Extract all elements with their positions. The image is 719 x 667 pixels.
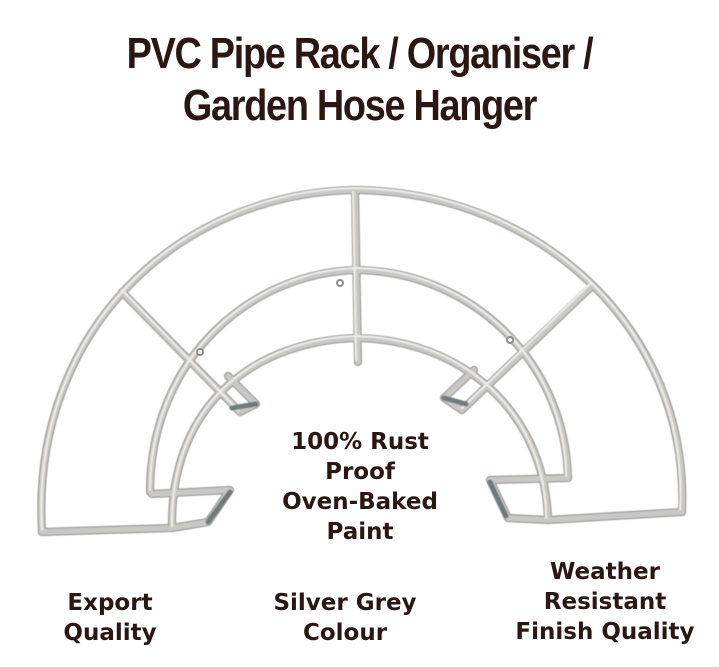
feature-text: Finish Quality xyxy=(515,619,695,645)
feature-text: 100% Rust xyxy=(291,429,429,455)
feature-text: Resistant xyxy=(543,589,667,615)
hose-hanger-product-image xyxy=(37,186,687,536)
feature-text: Paint xyxy=(326,519,394,545)
feature-text: Quality xyxy=(63,620,157,646)
feature-text: Silver Grey xyxy=(273,590,417,616)
feature-rust-proof: 100% Rust Proof Oven-Baked Paint xyxy=(235,427,485,547)
feature-text: Colour xyxy=(302,620,388,646)
feature-weather-resistant: Weather Resistant Finish Quality xyxy=(495,557,715,647)
title-line-2: Garden Hose Hanger xyxy=(182,81,537,130)
feature-text: Export xyxy=(67,590,153,616)
feature-text: Oven-Baked xyxy=(282,489,438,515)
page-title: PVC Pipe Rack / Organiser / Garden Hose … xyxy=(50,28,668,132)
title-line-1: PVC Pipe Rack / Organiser / xyxy=(126,29,594,78)
feature-text: Proof xyxy=(325,459,395,485)
feature-text: Weather xyxy=(550,559,660,585)
feature-silver-grey: Silver Grey Colour xyxy=(245,588,445,648)
mounting-hole-icons xyxy=(196,279,514,356)
feature-export-quality: Export Quality xyxy=(30,588,190,648)
